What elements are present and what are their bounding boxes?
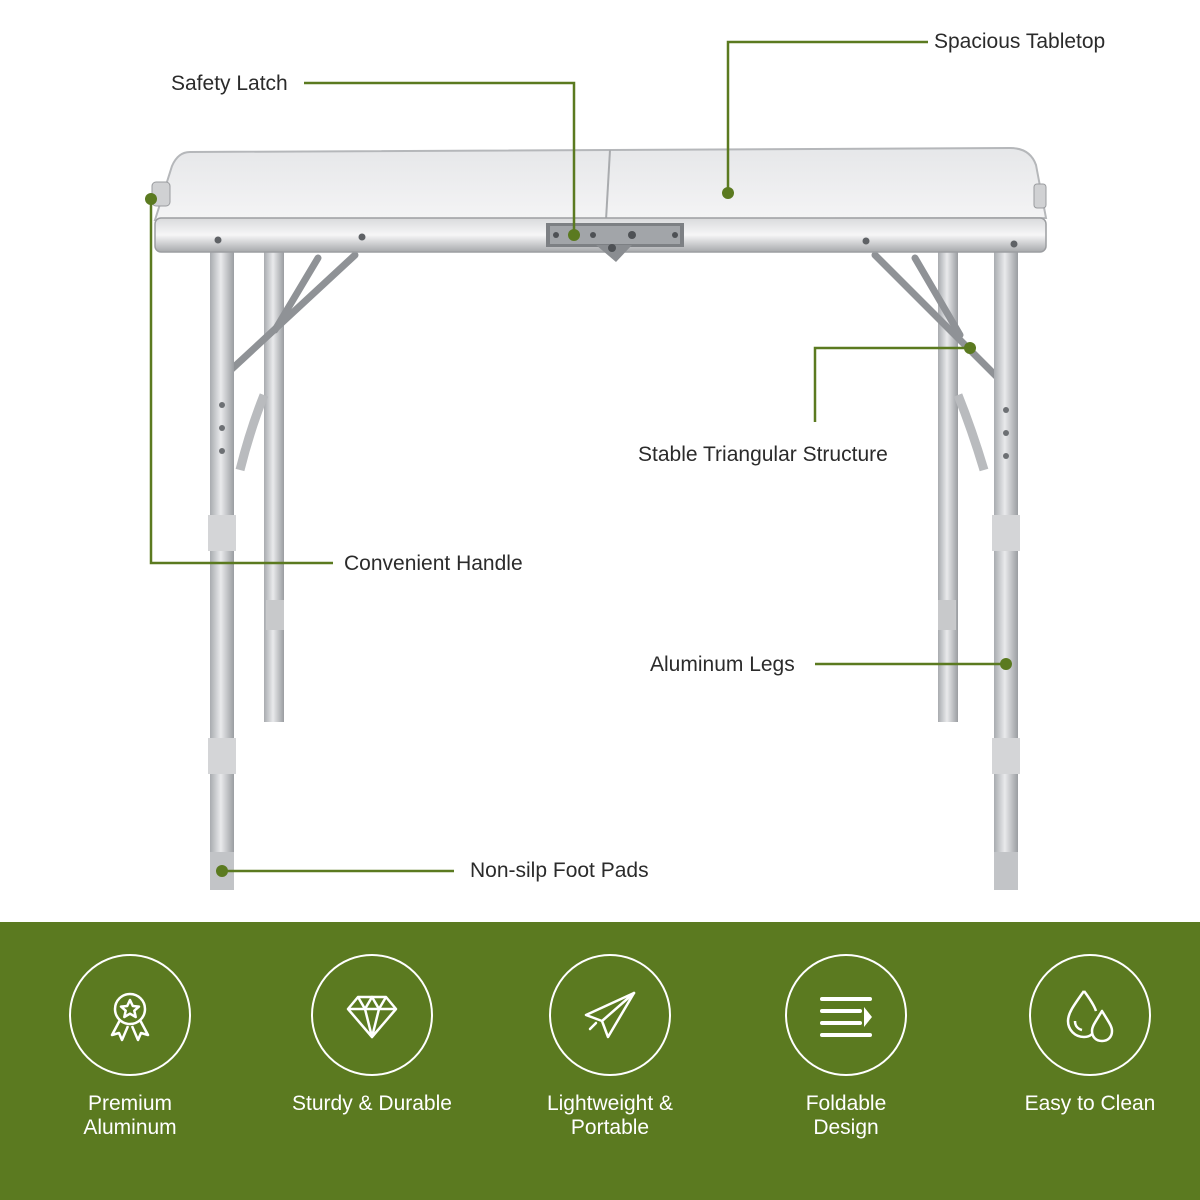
feature-icon-ring	[1029, 954, 1151, 1076]
feature-label-line2: Design	[813, 1116, 879, 1139]
feature-label-line2: Portable	[570, 1116, 650, 1139]
callout-non-slip-foot-pads: Non-silp Foot Pads	[470, 859, 649, 882]
callout-stable-triangular-structure: Stable Triangular Structure	[638, 443, 888, 466]
back-leg-left	[264, 252, 284, 722]
folding-table-image	[145, 40, 1048, 890]
feature-sturdy-durable: Sturdy & Durable	[252, 922, 492, 1200]
feature-label-line1: Sturdy & Durable	[292, 1092, 452, 1115]
features-banner: Premium Aluminum Sturdy & Durable	[0, 922, 1200, 1200]
front-leg-left	[208, 250, 236, 890]
front-leg-right	[992, 250, 1020, 890]
left-brace	[216, 251, 359, 384]
product-illustration: Spacious Tabletop Safety Latch Stable Tr…	[145, 30, 1106, 890]
feature-premium-aluminum: Premium Aluminum	[10, 922, 250, 1200]
callout-spacious-tabletop: Spacious Tabletop	[934, 30, 1106, 53]
feature-icon-ring	[311, 954, 433, 1076]
feature-foldable-design: Foldable Design	[726, 922, 966, 1200]
feature-icon-ring	[69, 954, 191, 1076]
feature-icon-ring	[549, 954, 671, 1076]
safety-latch-hardware	[546, 223, 684, 262]
feature-label-line1: Premium	[87, 1092, 172, 1115]
feature-label: Foldable Design	[726, 1092, 966, 1140]
feature-label-line2: Aluminum	[83, 1116, 177, 1139]
callout-convenient-handle: Convenient Handle	[344, 552, 523, 575]
fold-lines-icon	[820, 997, 872, 1037]
right-brace	[871, 251, 1014, 394]
feature-label-line1: Lightweight &	[546, 1092, 674, 1115]
paper-plane-icon	[584, 991, 636, 1039]
feature-label: Sturdy & Durable	[252, 1092, 492, 1116]
feature-lightweight-portable: Lightweight & Portable	[490, 922, 730, 1200]
feature-icon-ring	[785, 954, 907, 1076]
feature-label-line1: Foldable	[805, 1092, 887, 1115]
callout-safety-latch: Safety Latch	[171, 72, 288, 95]
feature-label: Easy to Clean	[970, 1092, 1200, 1116]
diamond-icon	[346, 995, 398, 1039]
callout-lines	[149, 40, 1006, 873]
callout-dots	[145, 187, 1012, 877]
back-leg-right	[938, 252, 958, 722]
feature-easy-to-clean: Easy to Clean	[970, 922, 1200, 1200]
callout-aluminum-legs: Aluminum Legs	[650, 653, 795, 676]
feature-label: Lightweight & Portable	[490, 1092, 730, 1140]
feature-label: Premium Aluminum	[10, 1092, 250, 1140]
feature-label-line1: Easy to Clean	[1024, 1092, 1156, 1115]
award-ribbon-icon	[110, 992, 150, 1042]
water-drops-icon	[1066, 990, 1114, 1043]
